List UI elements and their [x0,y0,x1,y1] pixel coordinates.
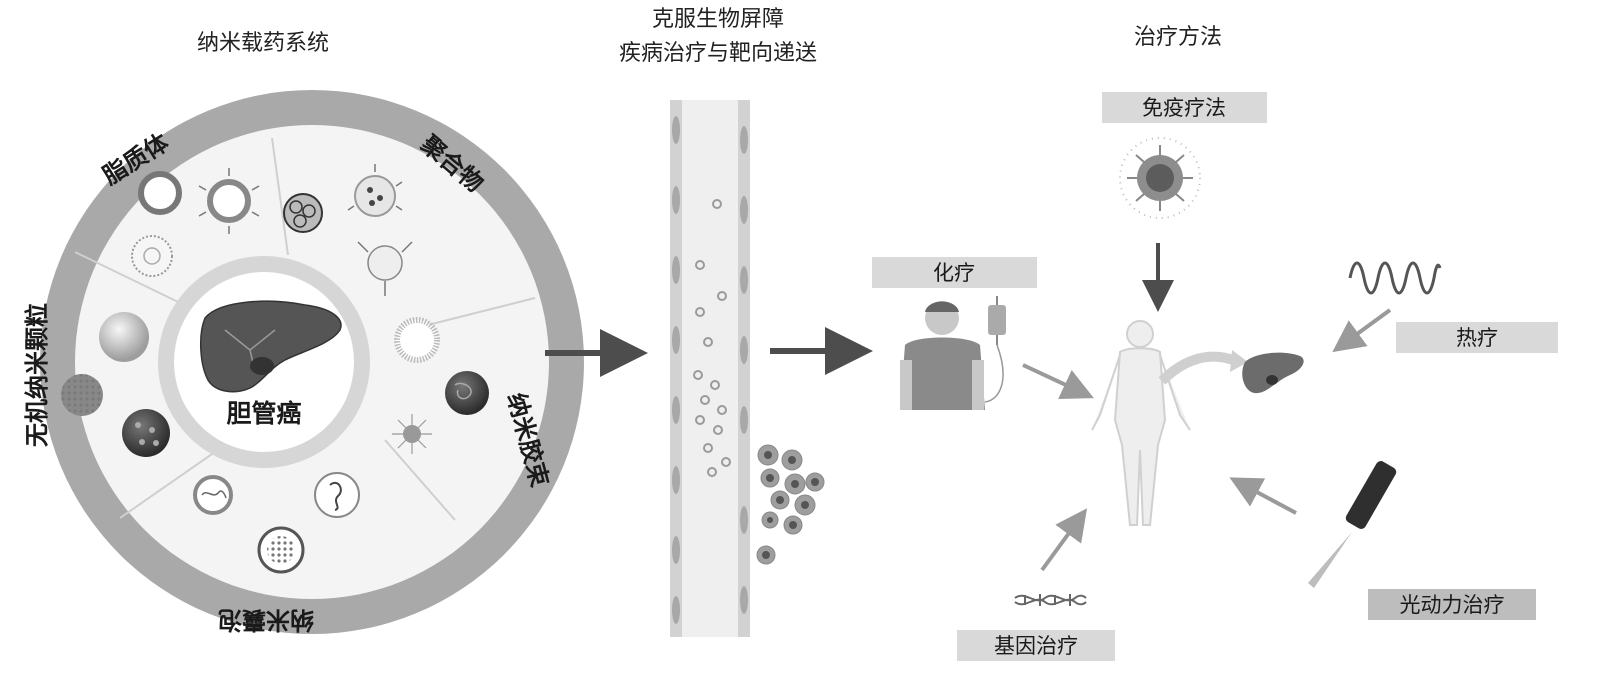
header-barrier-line2: 疾病治疗与靶向递送 [619,41,817,66]
virus-like-particle-icon [131,235,173,277]
laser-device-icon [1308,461,1397,588]
immunotherapy-label: 免疫疗法 [1142,96,1226,120]
photodynamic-label: 光动力治疗 [1400,593,1505,617]
header-barrier-line1: 克服生物屏障 [652,7,784,32]
human-body-icon [1091,320,1191,526]
thermotherapy-box [1396,322,1558,353]
dna-icon [1014,594,1087,606]
heat-wave-icon [1348,261,1442,295]
immunotherapy-box [1102,92,1267,123]
segment-label-capsule: 纳米囊泡 [218,606,314,635]
gold-sphere-icon [99,312,149,362]
polymer-ball-icon [283,193,323,233]
blood-vessel-barrier [670,100,750,637]
arrow-gene-to-body [1040,508,1088,572]
gene-therapy-box [957,630,1115,661]
chemotherapy-box [872,257,1037,288]
gene-therapy-label: 基因治疗 [994,634,1078,658]
liver-icon [199,300,342,393]
arrow-heat-to-liver [1332,308,1392,353]
patient-iv-icon [900,296,1006,410]
header-nano-system: 纳米载药系统 [197,31,329,56]
tumor-cell-cluster [756,444,825,565]
vesicle-dotted-icon [257,526,305,574]
targeted-liposome-icon [198,168,260,234]
target-liver-icon [1242,352,1304,394]
arrow-chemo-to-body [1022,363,1094,400]
photodynamic-box [1368,589,1536,620]
center-label: 胆管癌 [226,399,301,428]
arrow-photo-to-body [1229,477,1297,515]
immune-cell-icon [1119,137,1201,219]
header-therapy-methods: 治疗方法 [1134,25,1222,50]
nano-wheel: 胆管癌 脂质体 聚合物 纳米胶束 纳米囊泡 无机纳米颗粒 [22,90,584,635]
arrow-body-to-liver [1158,351,1235,385]
polymer-branched-icon [357,241,413,296]
vesicle-cell-icon [314,472,360,518]
micelle-dark-icon [445,371,489,415]
liposome-particle-icon [138,171,182,215]
mesoporous-sphere-icon [61,374,103,416]
segment-label-inorganic: 无机纳米颗粒 [22,303,51,447]
micelle-ring-icon [394,317,440,363]
chemotherapy-label: 化疗 [933,261,975,285]
polymer-dendrimer-icon [347,164,403,217]
vessel-nanoparticles [693,199,731,477]
loaded-dark-sphere-icon [122,409,170,457]
thermotherapy-label: 热疗 [1456,326,1498,350]
micelle-spike-icon [392,414,432,454]
vesicle-spiked-icon [193,475,233,515]
